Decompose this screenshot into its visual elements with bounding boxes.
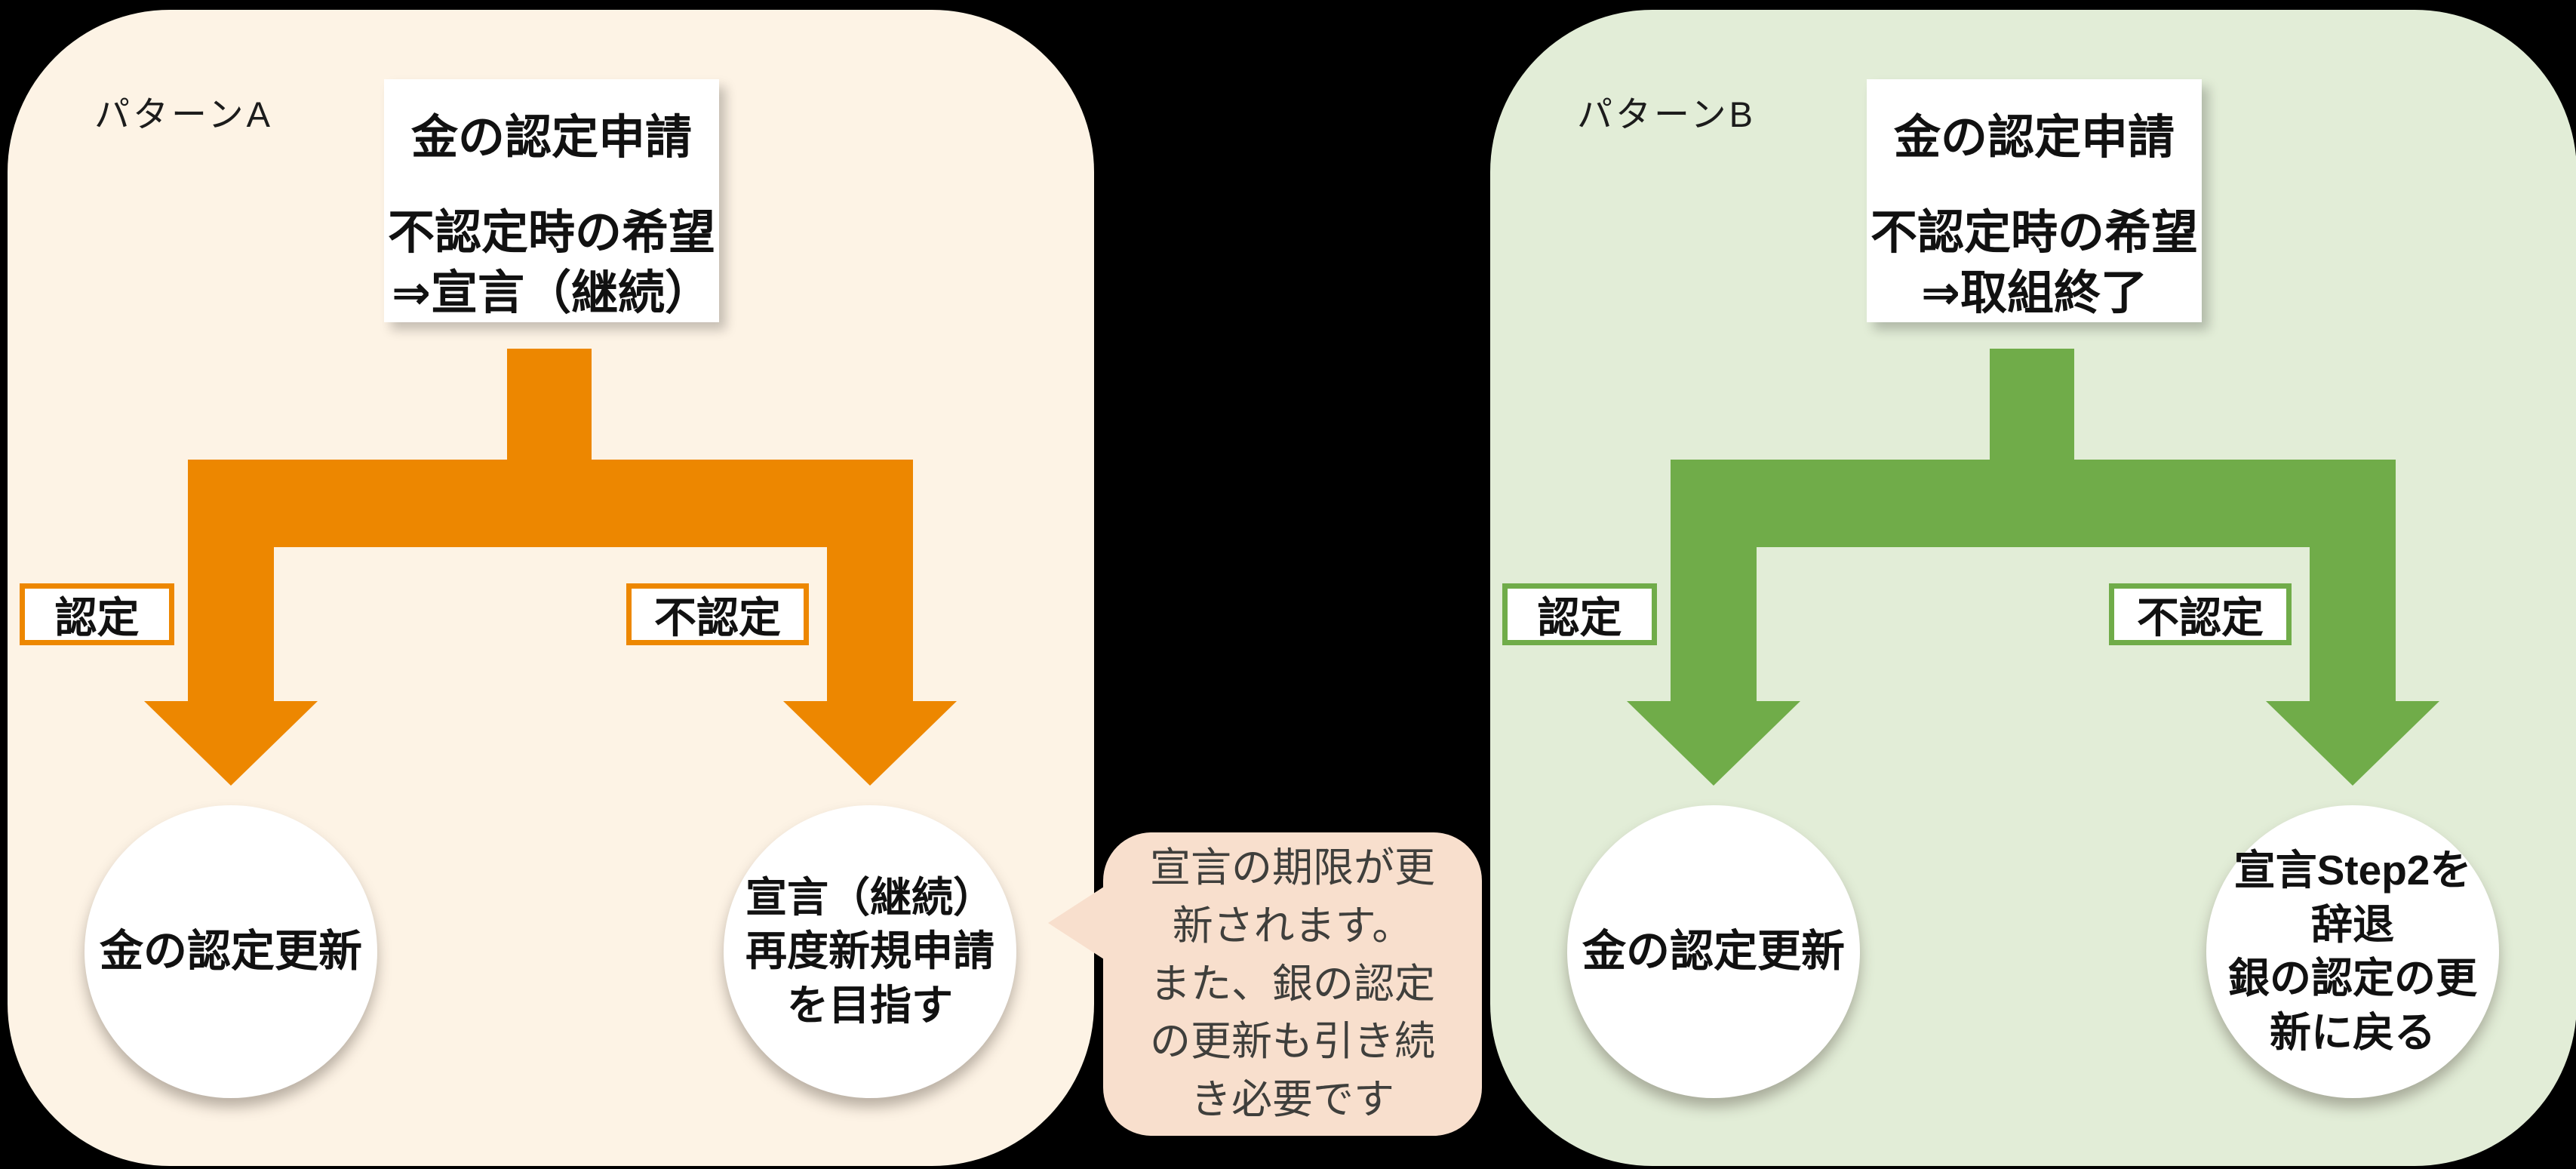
pattern-b-rejected-label: 不認定 [2109,583,2292,645]
outcome-text-line: 銀の認定の更 [2227,955,2477,1001]
pattern-a-approved-label: 認定 [20,583,174,645]
application-box-title: 金の認定申請 [410,112,692,164]
approved-label-text: 認定 [1537,593,1622,641]
outcome-text: 金の認定更新 [1582,927,1845,977]
pattern-a-application-box: 金の認定申請 不認定時の希望 ⇒宣言（継続） [384,79,719,322]
pattern-a-outcome-left-circle: 金の認定更新 [85,805,377,1098]
outcome-text-line: 辞退 [2310,900,2394,948]
pattern-b-panel: パターンB 金の認定申請 不認定時の希望 ⇒取組終了 認定 不認定 金の認定更新… [1490,10,2576,1166]
application-box-choice: ⇒宣言（継続） [392,267,712,320]
branch-arrow-graphic [144,349,957,786]
callout-bubble: 宣言の期限が更 新されます。 また、銀の認定 の更新も引き続 き必要です [1048,832,1482,1136]
outcome-text-line: を目指す [786,981,953,1029]
callout-text-line: 宣言の期限が更 [1150,845,1435,891]
pattern-a-panel: パターンA 金の認定申請 不認定時の希望 ⇒宣言（継続） 認定 不認定 金の認定… [8,10,1094,1166]
pattern-b-label: パターンB [1577,94,1756,134]
application-box-title: 金の認定申請 [1893,112,2175,164]
callout-text-line: 新されます。 [1172,903,1413,949]
pattern-b-approved-label: 認定 [1502,583,1657,645]
branch-arrow-graphic [1627,349,2439,786]
application-box-choice: ⇒取組終了 [1921,267,2147,320]
outcome-text: 金の認定更新 [99,927,362,977]
outcome-text-line: 再度新規申請 [745,928,994,975]
pattern-b-application-box: 金の認定申請 不認定時の希望 ⇒取組終了 [1867,79,2202,322]
callout-pointer-icon [1048,887,1104,959]
rejected-label-text: 不認定 [2137,593,2264,641]
pattern-a-label: パターンA [94,94,273,134]
approved-label-text: 認定 [54,593,140,641]
pattern-a-outcome-right-circle: 宣言（継続） 再度新規申請 を目指す [724,805,1016,1098]
callout-text-line: き必要です [1191,1077,1394,1122]
outcome-text-line: 宣言（継続） [745,873,994,921]
application-box-condition: 不認定時の希望 [1870,207,2198,260]
pattern-b-outcome-left-circle: 金の認定更新 [1567,805,1860,1098]
pattern-b-outcome-right-circle: 宣言Step2を 辞退 銀の認定の更 新に戻る [2206,805,2499,1098]
application-box-condition: 不認定時の希望 [387,207,715,260]
pattern-a-rejected-label: 不認定 [626,583,809,645]
rejected-label-text: 不認定 [654,593,781,641]
callout-text-line: の更新も引き続 [1150,1019,1435,1065]
outcome-text-line: 新に戻る [2269,1008,2436,1056]
outcome-text-line: 宣言Step2を [2233,847,2472,894]
callout-text-line: また、銀の認定 [1150,961,1435,1007]
